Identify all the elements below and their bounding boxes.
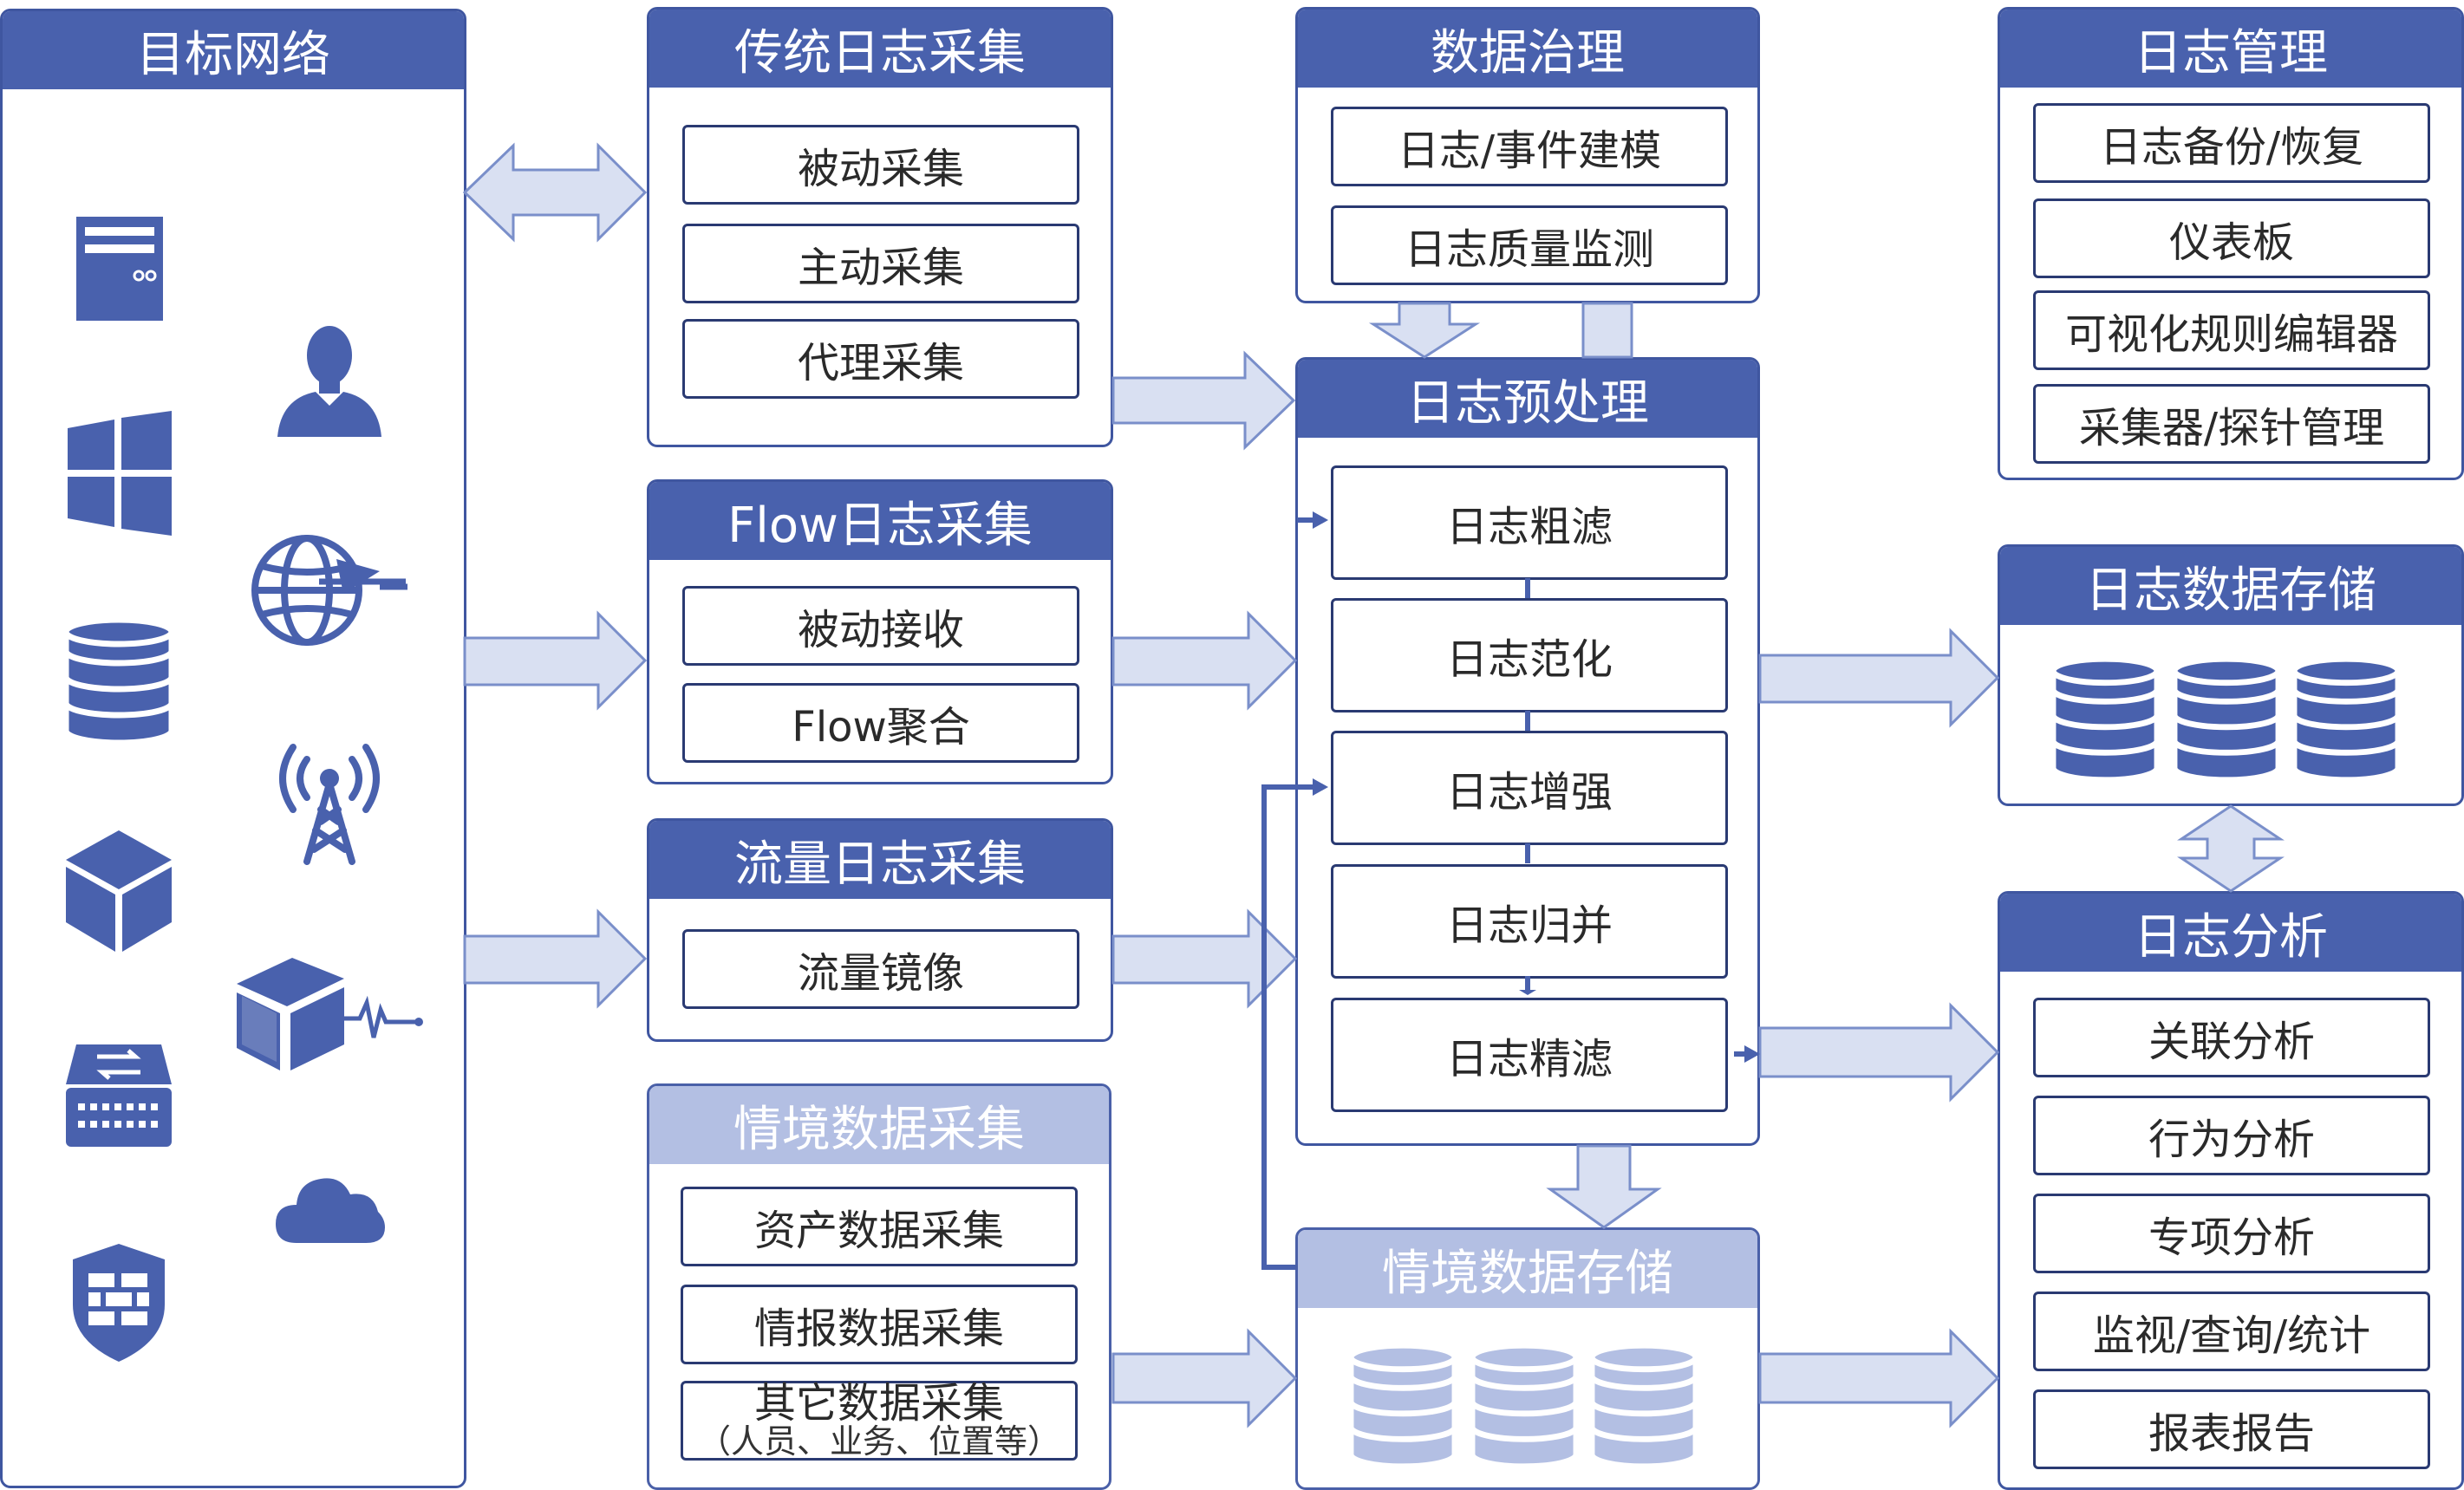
- target-network-title: 目标网络: [3, 11, 464, 89]
- flow-arrow: [1111, 610, 1298, 711]
- traditional-collection-title: 传统日志采集: [649, 10, 1111, 88]
- flow-arrow: [1758, 1328, 2000, 1428]
- log-storage-database-icon: [2050, 655, 2161, 784]
- fine-filter-item: 日志精滤: [1331, 998, 1728, 1112]
- iot-device-icon: [237, 958, 423, 1070]
- log-analysis-title: 日志分析: [2000, 894, 2461, 972]
- enrichment-item: 日志增强: [1331, 731, 1728, 845]
- passive-receive-item: 被动接收: [682, 586, 1079, 666]
- firewall-shield-icon: [73, 1244, 165, 1362]
- server-icon: [76, 217, 163, 321]
- monitor-query-stats-item: 监视/查询/统计: [2033, 1292, 2430, 1371]
- bidirectional-vertical-arrow: [2177, 804, 2285, 893]
- log-storage-database-icon: [2171, 655, 2282, 784]
- context-storage-database-icon: [1588, 1342, 1699, 1470]
- special-analysis-item: 专项分析: [2033, 1194, 2430, 1273]
- flow-arrow: [1111, 908, 1298, 1009]
- dashboard-item: 仪表板: [2033, 198, 2430, 278]
- down-arrow: [1546, 1144, 1662, 1229]
- passive-collection-item: 被动采集: [682, 125, 1079, 205]
- log-analysis-panel: 日志分析 关联分析 行为分析 专项分析 监视/查询/统计 报表报告: [1998, 891, 2464, 1490]
- traffic-collection-title: 流量日志采集: [649, 821, 1111, 899]
- event-modeling-item: 日志/事件建模: [1331, 107, 1728, 186]
- flow-arrow: [1758, 628, 2000, 728]
- reports-item: 报表报告: [2033, 1389, 2430, 1469]
- context-storage-title: 情境数据存储: [1298, 1230, 1757, 1308]
- cloud-icon: [276, 1178, 385, 1243]
- radio-tower-icon: [279, 744, 380, 865]
- correlation-analysis-item: 关联分析: [2033, 998, 2430, 1077]
- preprocessing-panel: 日志预处理 日志粗滤 日志范化 日志增强 日志归并 日志精滤: [1295, 357, 1760, 1146]
- target-network-panel: 目标网络: [0, 9, 466, 1488]
- preprocessing-title: 日志预处理: [1298, 360, 1757, 438]
- quality-monitoring-item: 日志质量监测: [1331, 205, 1728, 285]
- data-governance-panel: 数据治理 日志/事件建模 日志质量监测: [1295, 7, 1760, 303]
- log-storage-database-icon: [2291, 655, 2402, 784]
- data-governance-title: 数据治理: [1298, 10, 1757, 88]
- intel-data-collection-item: 情报数据采集: [681, 1285, 1078, 1364]
- globe-satellite-icon: [251, 535, 407, 646]
- flow-collection-title: Flow日志采集: [649, 482, 1111, 560]
- bidirectional-arrow: [462, 142, 648, 243]
- windows-icon: [68, 411, 172, 536]
- other-data-collection-label: 其它数据采集: [753, 1378, 1004, 1428]
- network-switch-icon: [66, 1044, 172, 1147]
- flow-arrow: [1758, 1002, 2000, 1103]
- merging-item: 日志归并: [1331, 864, 1728, 979]
- log-management-title: 日志管理: [2000, 10, 2461, 88]
- flow-aggregation-item: Flow聚合: [682, 683, 1079, 763]
- active-collection-item: 主动采集: [682, 224, 1079, 303]
- cube-icon: [66, 830, 172, 952]
- user-icon: [277, 326, 381, 437]
- context-collection-title: 情境数据采集: [649, 1086, 1109, 1164]
- governance-connector: [1581, 302, 1633, 359]
- backup-restore-item: 日志备份/恢复: [2033, 103, 2430, 183]
- log-management-panel: 日志管理 日志备份/恢复 仪表板 可视化规则编辑器 采集器/探针管理: [1998, 7, 2464, 480]
- coarse-filter-item: 日志粗滤: [1331, 465, 1728, 580]
- log-storage-title: 日志数据存储: [2000, 547, 2461, 625]
- rule-editor-item: 可视化规则编辑器: [2033, 290, 2430, 370]
- other-data-collection-item: 其它数据采集 （人员、业务、位置等）: [681, 1381, 1078, 1461]
- flow-arrow: [463, 610, 648, 711]
- traffic-mirroring-item: 流量镜像: [682, 929, 1079, 1009]
- down-arrow: [1368, 302, 1481, 359]
- flow-collection-panel: Flow日志采集 被动接收 Flow聚合: [647, 479, 1113, 784]
- behavior-analysis-item: 行为分析: [2033, 1096, 2430, 1175]
- flow-arrow: [1111, 350, 1296, 451]
- traffic-collection-panel: 流量日志采集 流量镜像: [647, 818, 1113, 1042]
- normalization-item: 日志范化: [1331, 598, 1728, 712]
- flow-arrow: [463, 908, 648, 1009]
- asset-data-collection-item: 资产数据采集: [681, 1187, 1078, 1266]
- database-icon: [62, 616, 175, 746]
- traditional-collection-panel: 传统日志采集 被动采集 主动采集 代理采集: [647, 7, 1113, 447]
- context-storage-database-icon: [1347, 1342, 1458, 1470]
- other-data-collection-note: （人员、业务、位置等）: [697, 1422, 1060, 1461]
- context-collection-panel: 情境数据采集 资产数据采集 情报数据采集 其它数据采集 （人员、业务、位置等）: [647, 1083, 1111, 1490]
- collector-probe-item: 采集器/探针管理: [2033, 384, 2430, 464]
- agent-collection-item: 代理采集: [682, 319, 1079, 399]
- flow-arrow: [1111, 1328, 1298, 1428]
- context-storage-database-icon: [1469, 1342, 1580, 1470]
